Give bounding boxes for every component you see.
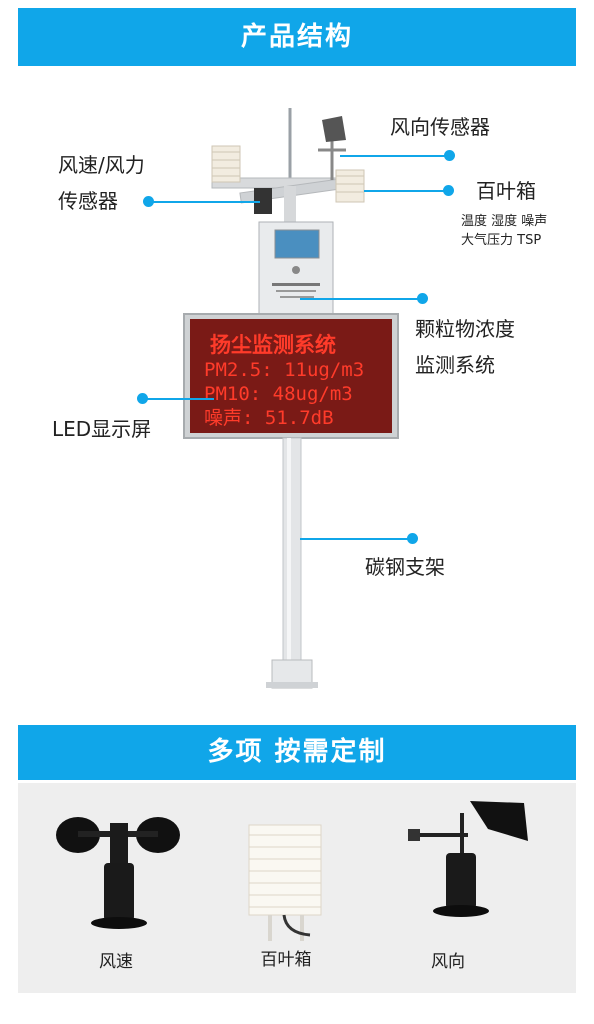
dot-monitor <box>417 293 428 304</box>
label-louver-sub-2: 大气压力 TSP <box>461 233 542 248</box>
label-louver-box: 百叶箱 <box>476 179 536 203</box>
connector-wind-direction <box>340 155 448 157</box>
dot-wind-speed <box>143 196 154 207</box>
connector-bracket <box>300 538 410 540</box>
louver-box-right <box>335 169 365 203</box>
wind-vane-icon <box>408 801 528 917</box>
label-led-screen: LED显示屏 <box>52 417 152 441</box>
led-row-1: 扬尘监测系统 <box>210 333 336 357</box>
monitoring-station-illustration: 扬尘监测系统 PM2.5: 11ug/m3 PM10: 48ug/m3 噪声: … <box>183 108 399 689</box>
dot-louver <box>443 185 454 196</box>
customization-banner: 多项 按需定制 <box>18 725 576 780</box>
connector-louver <box>364 190 446 192</box>
customization-title: 多项 按需定制 <box>207 737 387 767</box>
connector-wind-speed <box>150 201 260 203</box>
label-louver-sub-1: 温度 湿度 噪声 <box>461 214 548 229</box>
led-row-4: 噪声: 51.7dB <box>204 407 334 429</box>
dot-wind-direction <box>444 150 455 161</box>
product-gallery: 风速 百叶箱 风向 <box>18 783 576 993</box>
section-title-banner: 产品结构 <box>18 8 576 66</box>
wind-vane <box>318 116 346 180</box>
label-monitor-2: 监测系统 <box>415 353 495 377</box>
label-monitor-1: 颗粒物浓度 <box>415 317 515 341</box>
label-bracket: 碳钢支架 <box>365 555 445 579</box>
led-row-2: PM2.5: 11ug/m3 <box>204 359 364 381</box>
monitor-cabinet <box>258 221 334 315</box>
connector-led <box>144 398 214 400</box>
product-caption-wind-speed: 风速 <box>99 952 133 972</box>
label-wind-speed-1: 风速/风力 <box>58 153 145 177</box>
product-caption-wind-direction: 风向 <box>431 952 465 972</box>
louver-box-left <box>211 145 241 183</box>
dot-led <box>137 393 148 404</box>
dot-bracket <box>407 533 418 544</box>
label-wind-direction: 风向传感器 <box>390 115 490 139</box>
section-title: 产品结构 <box>240 22 353 52</box>
label-wind-speed-2: 传感器 <box>58 189 118 213</box>
louver-box-icon <box>248 824 322 941</box>
product-caption-louver-box: 百叶箱 <box>260 950 312 970</box>
anemometer-icon <box>56 817 180 929</box>
led-row-3: PM10: 48ug/m3 <box>204 383 353 405</box>
connector-monitor <box>300 298 420 300</box>
